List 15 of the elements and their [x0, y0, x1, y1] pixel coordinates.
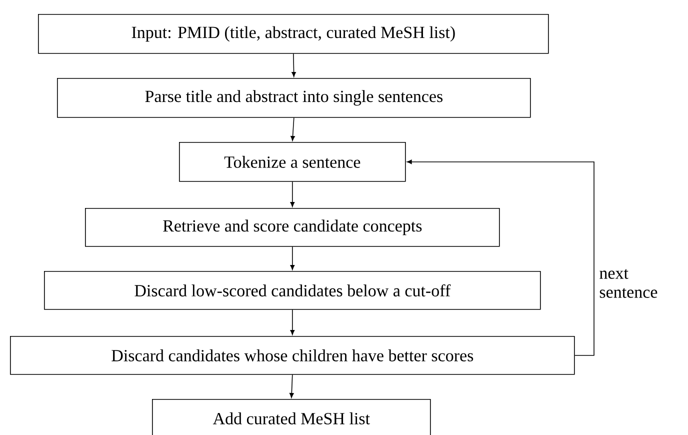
arrow: [290, 117, 295, 141]
process-box: Tokenize a sentence: [179, 142, 406, 182]
arrow: [289, 374, 294, 398]
arrow: [292, 53, 296, 77]
arrow: [290, 309, 295, 335]
process-box: Retrieve and score candidate concepts: [85, 208, 500, 247]
process-box: Discard candidates whose children have better scores: [10, 336, 575, 375]
edge-label: next sentence: [600, 269, 658, 298]
loop-arrow: [406, 160, 594, 356]
process-box: Input: PMID (title, abstract, curated MeSH list): [38, 14, 549, 54]
process-box: Parse title and abstract into single sentences: [57, 78, 531, 118]
arrow: [290, 246, 295, 270]
process-box: Add curated MeSH list: [152, 399, 431, 435]
arrow: [290, 181, 295, 207]
process-box: Discard low-scored candidates below a cut-off: [44, 271, 541, 310]
